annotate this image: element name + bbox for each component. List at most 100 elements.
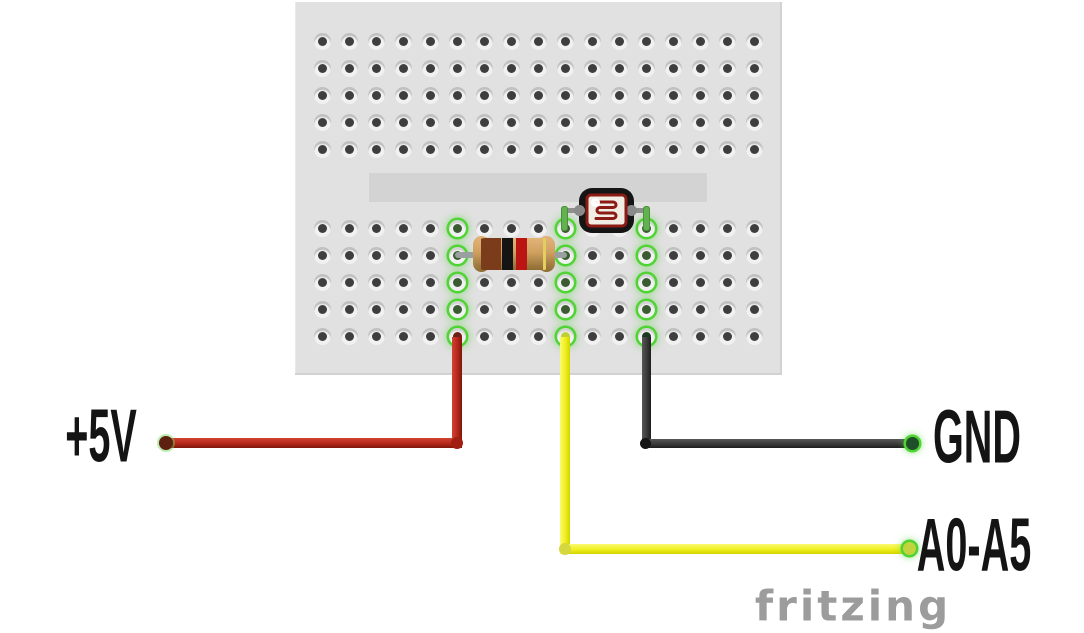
- breadboard-hole: [664, 327, 682, 345]
- breadboard-hole: [556, 86, 574, 104]
- breadboard-hole: [610, 140, 628, 158]
- breadboard-hole: [529, 219, 547, 237]
- breadboard-hole: [664, 300, 682, 318]
- breadboard-hole: [529, 300, 547, 318]
- breadboard-hole: [448, 219, 466, 237]
- breadboard-hole: [448, 273, 466, 291]
- breadboard-hole: [637, 273, 655, 291]
- breadboard-hole: [529, 273, 547, 291]
- breadboard-hole: [610, 32, 628, 50]
- resistor-band-black: [502, 238, 513, 270]
- breadboard-hole: [664, 246, 682, 264]
- photoresistor-lead-left: [562, 208, 584, 213]
- breadboard-hole: [583, 140, 601, 158]
- breadboard-hole: [340, 219, 358, 237]
- breadboard-hole: [367, 327, 385, 345]
- wire-ground-vertical-segment: [642, 337, 651, 447]
- breadboard-hole: [583, 273, 601, 291]
- breadboard-hole: [583, 86, 601, 104]
- breadboard-hole: [529, 113, 547, 131]
- breadboard-hole: [475, 273, 493, 291]
- breadboard-hole: [367, 86, 385, 104]
- breadboard-hole: [502, 219, 520, 237]
- breadboard-hole: [340, 327, 358, 345]
- breadboard-hole: [502, 32, 520, 50]
- breadboard[interactable]: [295, 2, 782, 375]
- breadboard-hole: [340, 140, 358, 158]
- breadboard-hole: [583, 59, 601, 77]
- breadboard-hole: [718, 113, 736, 131]
- breadboard-hole: [718, 86, 736, 104]
- breadboard-hole: [556, 140, 574, 158]
- breadboard-hole: [691, 219, 709, 237]
- breadboard-hole: [502, 300, 520, 318]
- breadboard-hole: [583, 32, 601, 50]
- breadboard-hole: [367, 59, 385, 77]
- wire-power-end-cap: [159, 436, 173, 450]
- breadboard-hole: [475, 327, 493, 345]
- breadboard-hole: [340, 113, 358, 131]
- breadboard-hole: [691, 86, 709, 104]
- breadboard-hole: [421, 219, 439, 237]
- photoresistor-leg-left: [561, 206, 568, 231]
- breadboard-hole: [313, 246, 331, 264]
- breadboard-hole: [502, 86, 520, 104]
- breadboard-hole: [610, 300, 628, 318]
- breadboard-hole: [367, 219, 385, 237]
- breadboard-hole: [610, 246, 628, 264]
- breadboard-hole: [691, 246, 709, 264]
- wire-power-vertical-segment: [452, 337, 462, 448]
- breadboard-hole: [691, 140, 709, 158]
- breadboard-hole: [313, 140, 331, 158]
- wire-ground-horizontal-segment: [642, 439, 910, 448]
- breadboard-hole: [637, 32, 655, 50]
- breadboard-hole: [340, 273, 358, 291]
- wire-ground-end-cap: [906, 437, 919, 450]
- breadboard-hole: [556, 113, 574, 131]
- breadboard-hole: [718, 273, 736, 291]
- breadboard-hole: [502, 140, 520, 158]
- wire-analog-end-cap: [903, 542, 916, 555]
- breadboard-hole: [394, 113, 412, 131]
- resistor-body: [475, 238, 553, 270]
- breadboard-hole: [637, 86, 655, 104]
- photoresistor-terminal-right: [626, 205, 637, 216]
- breadboard-hole: [718, 219, 736, 237]
- breadboard-hole: [367, 140, 385, 158]
- breadboard-hole: [448, 300, 466, 318]
- breadboard-hole: [313, 219, 331, 237]
- breadboard-hole: [556, 59, 574, 77]
- breadboard-hole: [745, 113, 763, 131]
- breadboard-hole: [637, 300, 655, 318]
- breadboard-hole: [745, 246, 763, 264]
- breadboard-hole: [421, 273, 439, 291]
- breadboard-hole: [691, 327, 709, 345]
- label-power: +5V: [65, 394, 137, 478]
- breadboard-hole: [637, 140, 655, 158]
- breadboard-hole: [394, 219, 412, 237]
- photoresistor-serpentine-trace: [594, 200, 618, 220]
- wire-ground-corner-joint: [640, 438, 651, 449]
- breadboard-hole: [745, 59, 763, 77]
- breadboard-hole: [637, 113, 655, 131]
- breadboard-hole: [529, 86, 547, 104]
- photoresistor-glint: [591, 198, 600, 207]
- breadboard-hole: [367, 300, 385, 318]
- breadboard-hole: [448, 59, 466, 77]
- breadboard-hole: [610, 86, 628, 104]
- breadboard-hole: [718, 327, 736, 345]
- breadboard-hole: [556, 273, 574, 291]
- breadboard-hole: [610, 113, 628, 131]
- breadboard-hole: [313, 32, 331, 50]
- breadboard-hole: [394, 140, 412, 158]
- breadboard-hole: [583, 327, 601, 345]
- breadboard-hole: [367, 113, 385, 131]
- wire-analog-corner-joint: [559, 543, 571, 555]
- breadboard-hole: [556, 300, 574, 318]
- photoresistor-lead-right: [629, 208, 650, 213]
- breadboard-hole: [448, 140, 466, 158]
- breadboard-hole: [583, 246, 601, 264]
- breadboard-hole: [313, 327, 331, 345]
- breadboard-hole: [340, 246, 358, 264]
